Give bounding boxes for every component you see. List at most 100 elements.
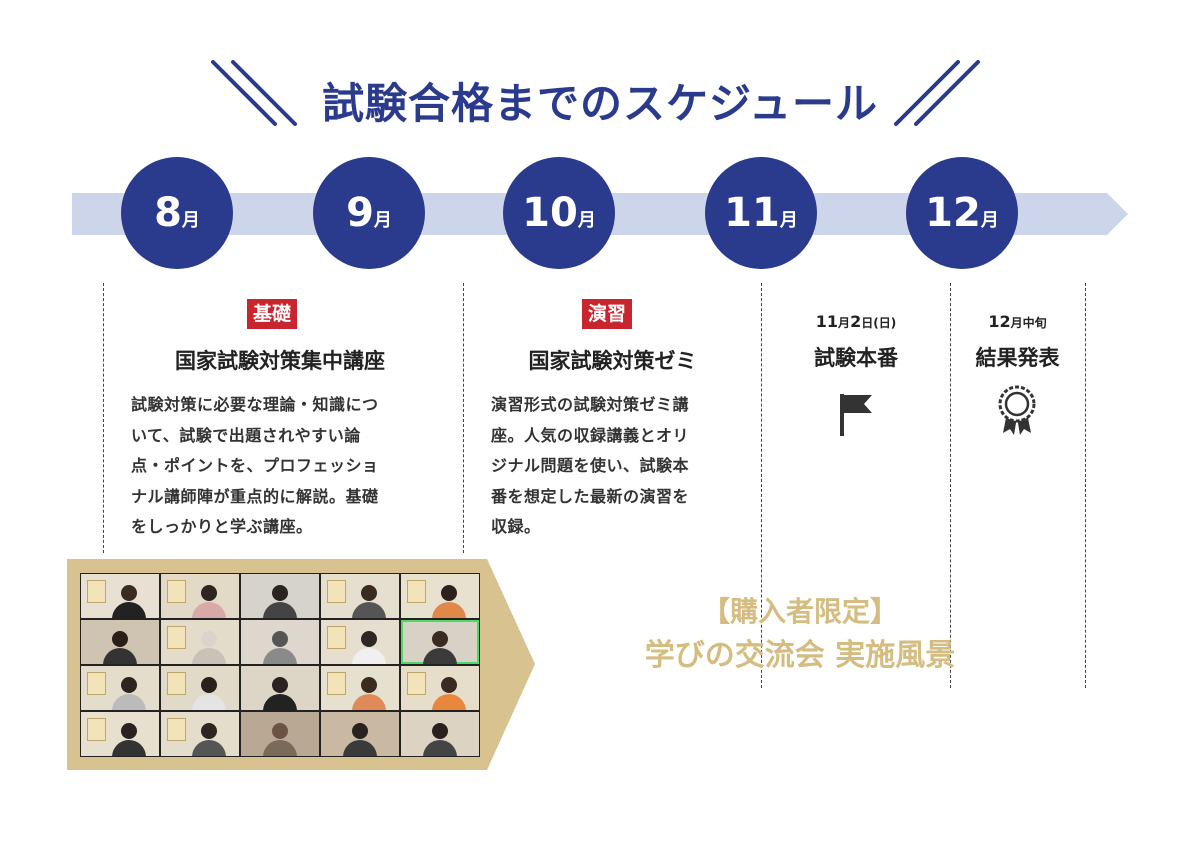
- phase-title-intensive-course: 国家試験対策集中講座: [175, 349, 385, 373]
- month-unit: 月: [577, 210, 596, 231]
- person-body: [423, 648, 457, 664]
- poster-image: [87, 672, 106, 696]
- caption-line-2: 学びの交流会 実施風景: [644, 638, 956, 673]
- participant-tile: [321, 620, 399, 664]
- participant-tile: [161, 712, 239, 756]
- person-head: [272, 722, 288, 739]
- poster-image: [167, 718, 186, 742]
- month-unit: 月: [980, 210, 999, 231]
- poster-image: [167, 672, 186, 696]
- person-head: [201, 584, 218, 601]
- date-weekday: (日): [873, 316, 897, 330]
- participant-tile: [161, 574, 239, 618]
- person-head: [121, 722, 138, 739]
- month-number: 11: [724, 190, 780, 236]
- person-body: [352, 602, 387, 618]
- participant-tile: [81, 666, 159, 710]
- person-body: [112, 740, 147, 756]
- participant-tile-active-speaker: [401, 620, 479, 664]
- person-body: [352, 694, 387, 710]
- person-body: [192, 602, 227, 618]
- person-head: [272, 676, 288, 693]
- person-head: [272, 630, 288, 647]
- participant-tile: [241, 712, 319, 756]
- participant-tile: [321, 666, 399, 710]
- person-head: [361, 584, 378, 601]
- phase-title-seminar: 国家試験対策ゼミ: [528, 349, 697, 373]
- month-unit: 月: [181, 210, 200, 231]
- divider-line: [950, 283, 951, 688]
- participant-tile: [241, 574, 319, 618]
- date-weekday: 中旬: [1022, 316, 1047, 330]
- participant-tile: [321, 712, 399, 756]
- description-line: 演習形式の試験対策ゼミ講: [491, 395, 690, 414]
- date-unit: 月: [1010, 316, 1023, 330]
- session-caption: 【購入者限定】 学びの交流会 実施風景: [590, 592, 1010, 680]
- poster-image: [87, 718, 106, 742]
- participant-tile: [161, 620, 239, 664]
- month-number: 12: [925, 190, 981, 236]
- event-title-exam: 試験本番: [814, 346, 898, 370]
- participant-tile: [81, 620, 159, 664]
- right-slashes-decoration: [894, 60, 980, 126]
- person-head: [432, 722, 448, 739]
- month-circle-9: 9月: [313, 157, 425, 269]
- person-head: [121, 676, 138, 693]
- poster-image: [87, 580, 106, 604]
- person-head: [201, 630, 218, 647]
- person-body: [263, 740, 297, 756]
- person-head: [201, 722, 218, 739]
- month-number: 9: [346, 190, 374, 236]
- description-line: ジナル問題を使い、試験本: [491, 456, 690, 475]
- person-body: [263, 694, 297, 710]
- month-circle-12: 12月: [906, 157, 1018, 269]
- event-title-results: 結果発表: [975, 346, 1060, 370]
- left-slashes-decoration: [211, 60, 297, 126]
- person-head: [441, 584, 458, 601]
- person-body: [192, 740, 227, 756]
- header: 試験合格までのスケジュール: [0, 60, 1200, 130]
- participant-tile: [241, 620, 319, 664]
- description-line: いて、試験で出題されやすい論: [131, 425, 361, 445]
- event-date-exam: 11月2日(日): [775, 312, 937, 331]
- timeline-arrow: [1107, 193, 1128, 235]
- event-date-results: 12月中旬: [955, 312, 1080, 331]
- date-part: 12: [988, 312, 1011, 331]
- person-body: [263, 648, 297, 664]
- phase-description: 演習形式の試験対策ゼミ講 座。人気の収録講義とオリ ジナル問題を使い、試験本 番…: [491, 390, 689, 543]
- photo-frame-arrow: [487, 559, 535, 770]
- poster-image: [407, 580, 426, 604]
- date-unit: 日: [861, 316, 874, 330]
- person-head: [432, 630, 448, 647]
- person-head: [272, 584, 288, 601]
- poster-image: [167, 580, 186, 604]
- flag-icon: [840, 394, 872, 436]
- person-body: [112, 694, 147, 710]
- page-title: 試験合格までのスケジュール: [321, 79, 879, 128]
- poster-image: [327, 580, 346, 604]
- description-line: 座。人気の収録講義とオリ: [491, 425, 690, 445]
- poster-image: [327, 672, 346, 696]
- date-unit: 月: [838, 316, 851, 330]
- month-circle-8: 8月: [121, 157, 233, 269]
- phase-badge-practice: 演習: [582, 299, 633, 329]
- person-body: [192, 694, 227, 710]
- person-head: [112, 630, 128, 647]
- month-unit: 月: [779, 210, 798, 231]
- person-body: [432, 602, 467, 618]
- person-body: [343, 740, 377, 756]
- poster-image: [167, 626, 186, 650]
- description-line: 試験対策に必要な理論・知識につ: [131, 395, 379, 414]
- participant-tile: [401, 666, 479, 710]
- divider-line: [761, 283, 762, 688]
- participant-tile: [161, 666, 239, 710]
- person-head: [352, 722, 368, 739]
- person-body: [103, 648, 137, 664]
- person-body: [192, 648, 227, 664]
- person-head: [201, 676, 218, 693]
- participant-tile: [401, 712, 479, 756]
- divider-line: [463, 283, 464, 553]
- person-body: [432, 694, 467, 710]
- divider-line: [1085, 283, 1086, 688]
- person-head: [121, 584, 138, 601]
